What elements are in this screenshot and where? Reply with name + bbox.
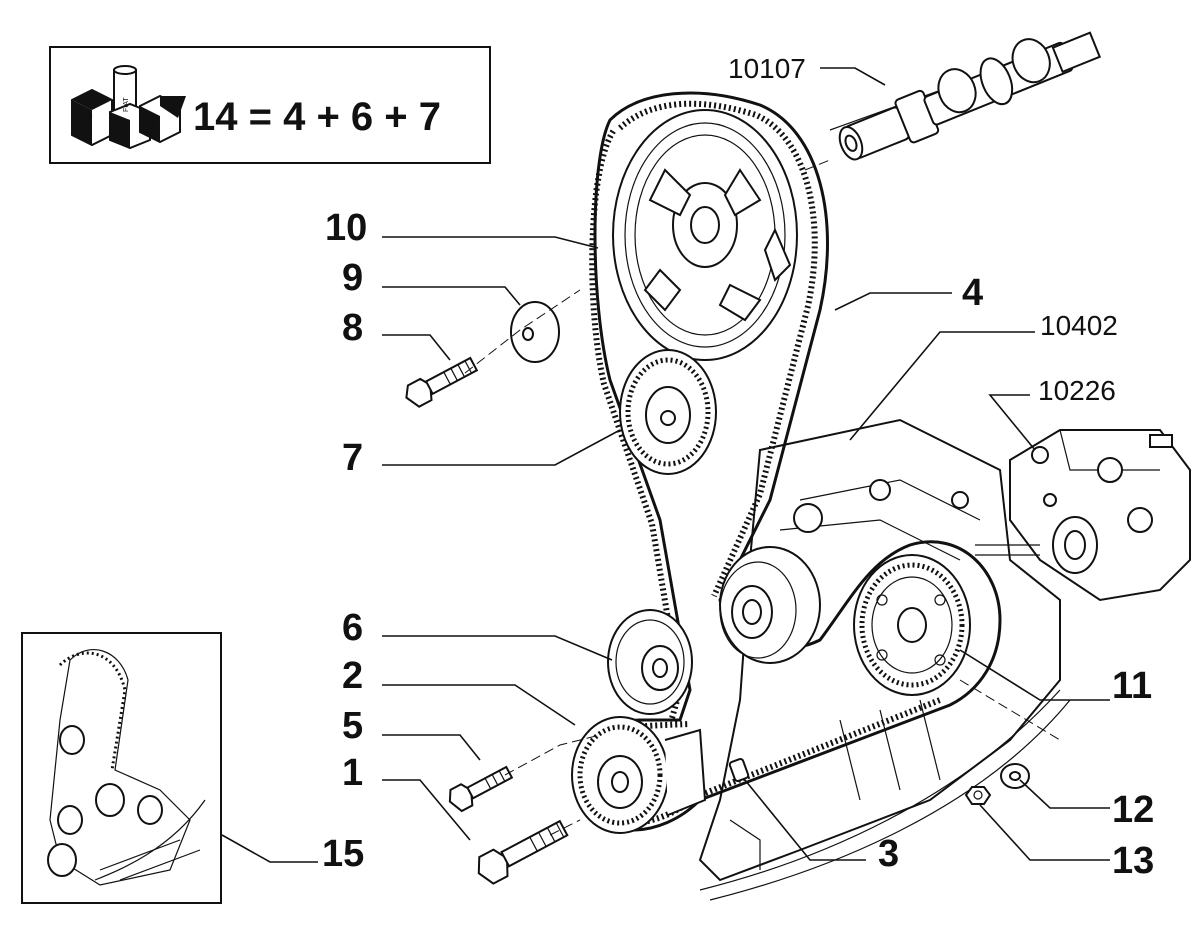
label-10402: 10402: [1040, 310, 1118, 341]
crankshaft-pulley-2: [571, 716, 707, 834]
label-15: 15: [322, 833, 364, 875]
leader-lines: [221, 67, 1110, 863]
label-10: 10: [325, 207, 367, 249]
label-11: 11: [1112, 665, 1152, 707]
bolt-8: [405, 356, 479, 408]
bolt-5: [448, 765, 514, 813]
assembly-axes: [464, 159, 1061, 836]
label-3: 3: [878, 833, 899, 875]
tensioner-6: [607, 609, 693, 715]
camshaft-pulley: [612, 109, 798, 361]
washer-9: [510, 301, 560, 363]
label-13: 13: [1112, 840, 1154, 882]
label-9: 9: [342, 257, 363, 299]
kit-legend-box: FIAT FIAT FIAT 14 = 4 + 6 + 7: [49, 46, 491, 164]
label-2: 2: [342, 655, 363, 697]
inset-view-15: [21, 632, 222, 904]
label-10107: 10107: [728, 53, 806, 84]
nut-13: [964, 786, 992, 805]
label-7: 7: [342, 437, 363, 479]
label-12: 12: [1112, 789, 1154, 831]
callout-labels: 10107 10 9 8 7 4 10402 10226 6 2 5 1 11 …: [322, 53, 1154, 882]
label-5: 5: [342, 705, 363, 747]
parts-kit-icon: FIAT FIAT FIAT: [71, 65, 186, 150]
pump-pulley-11: [853, 554, 971, 696]
label-4: 4: [962, 272, 983, 314]
timing-belt: [579, 91, 1002, 832]
injection-pump: [975, 429, 1191, 602]
pin-3: [728, 758, 750, 782]
bolt-1: [477, 819, 569, 885]
kit-tag-3: FIAT: [147, 118, 159, 135]
camshaft: [829, 31, 1102, 161]
label-8: 8: [342, 307, 363, 349]
label-10226: 10226: [1038, 375, 1116, 406]
tensioner-pulley-7: [619, 349, 717, 475]
kit-formula: 14 = 4 + 6 + 7: [193, 95, 441, 139]
label-1: 1: [342, 752, 363, 794]
idler-pulley: [719, 546, 821, 664]
label-6: 6: [342, 607, 363, 649]
kit-tag-1: FIAT: [83, 112, 95, 129]
kit-tag-2: FIAT: [123, 97, 130, 112]
